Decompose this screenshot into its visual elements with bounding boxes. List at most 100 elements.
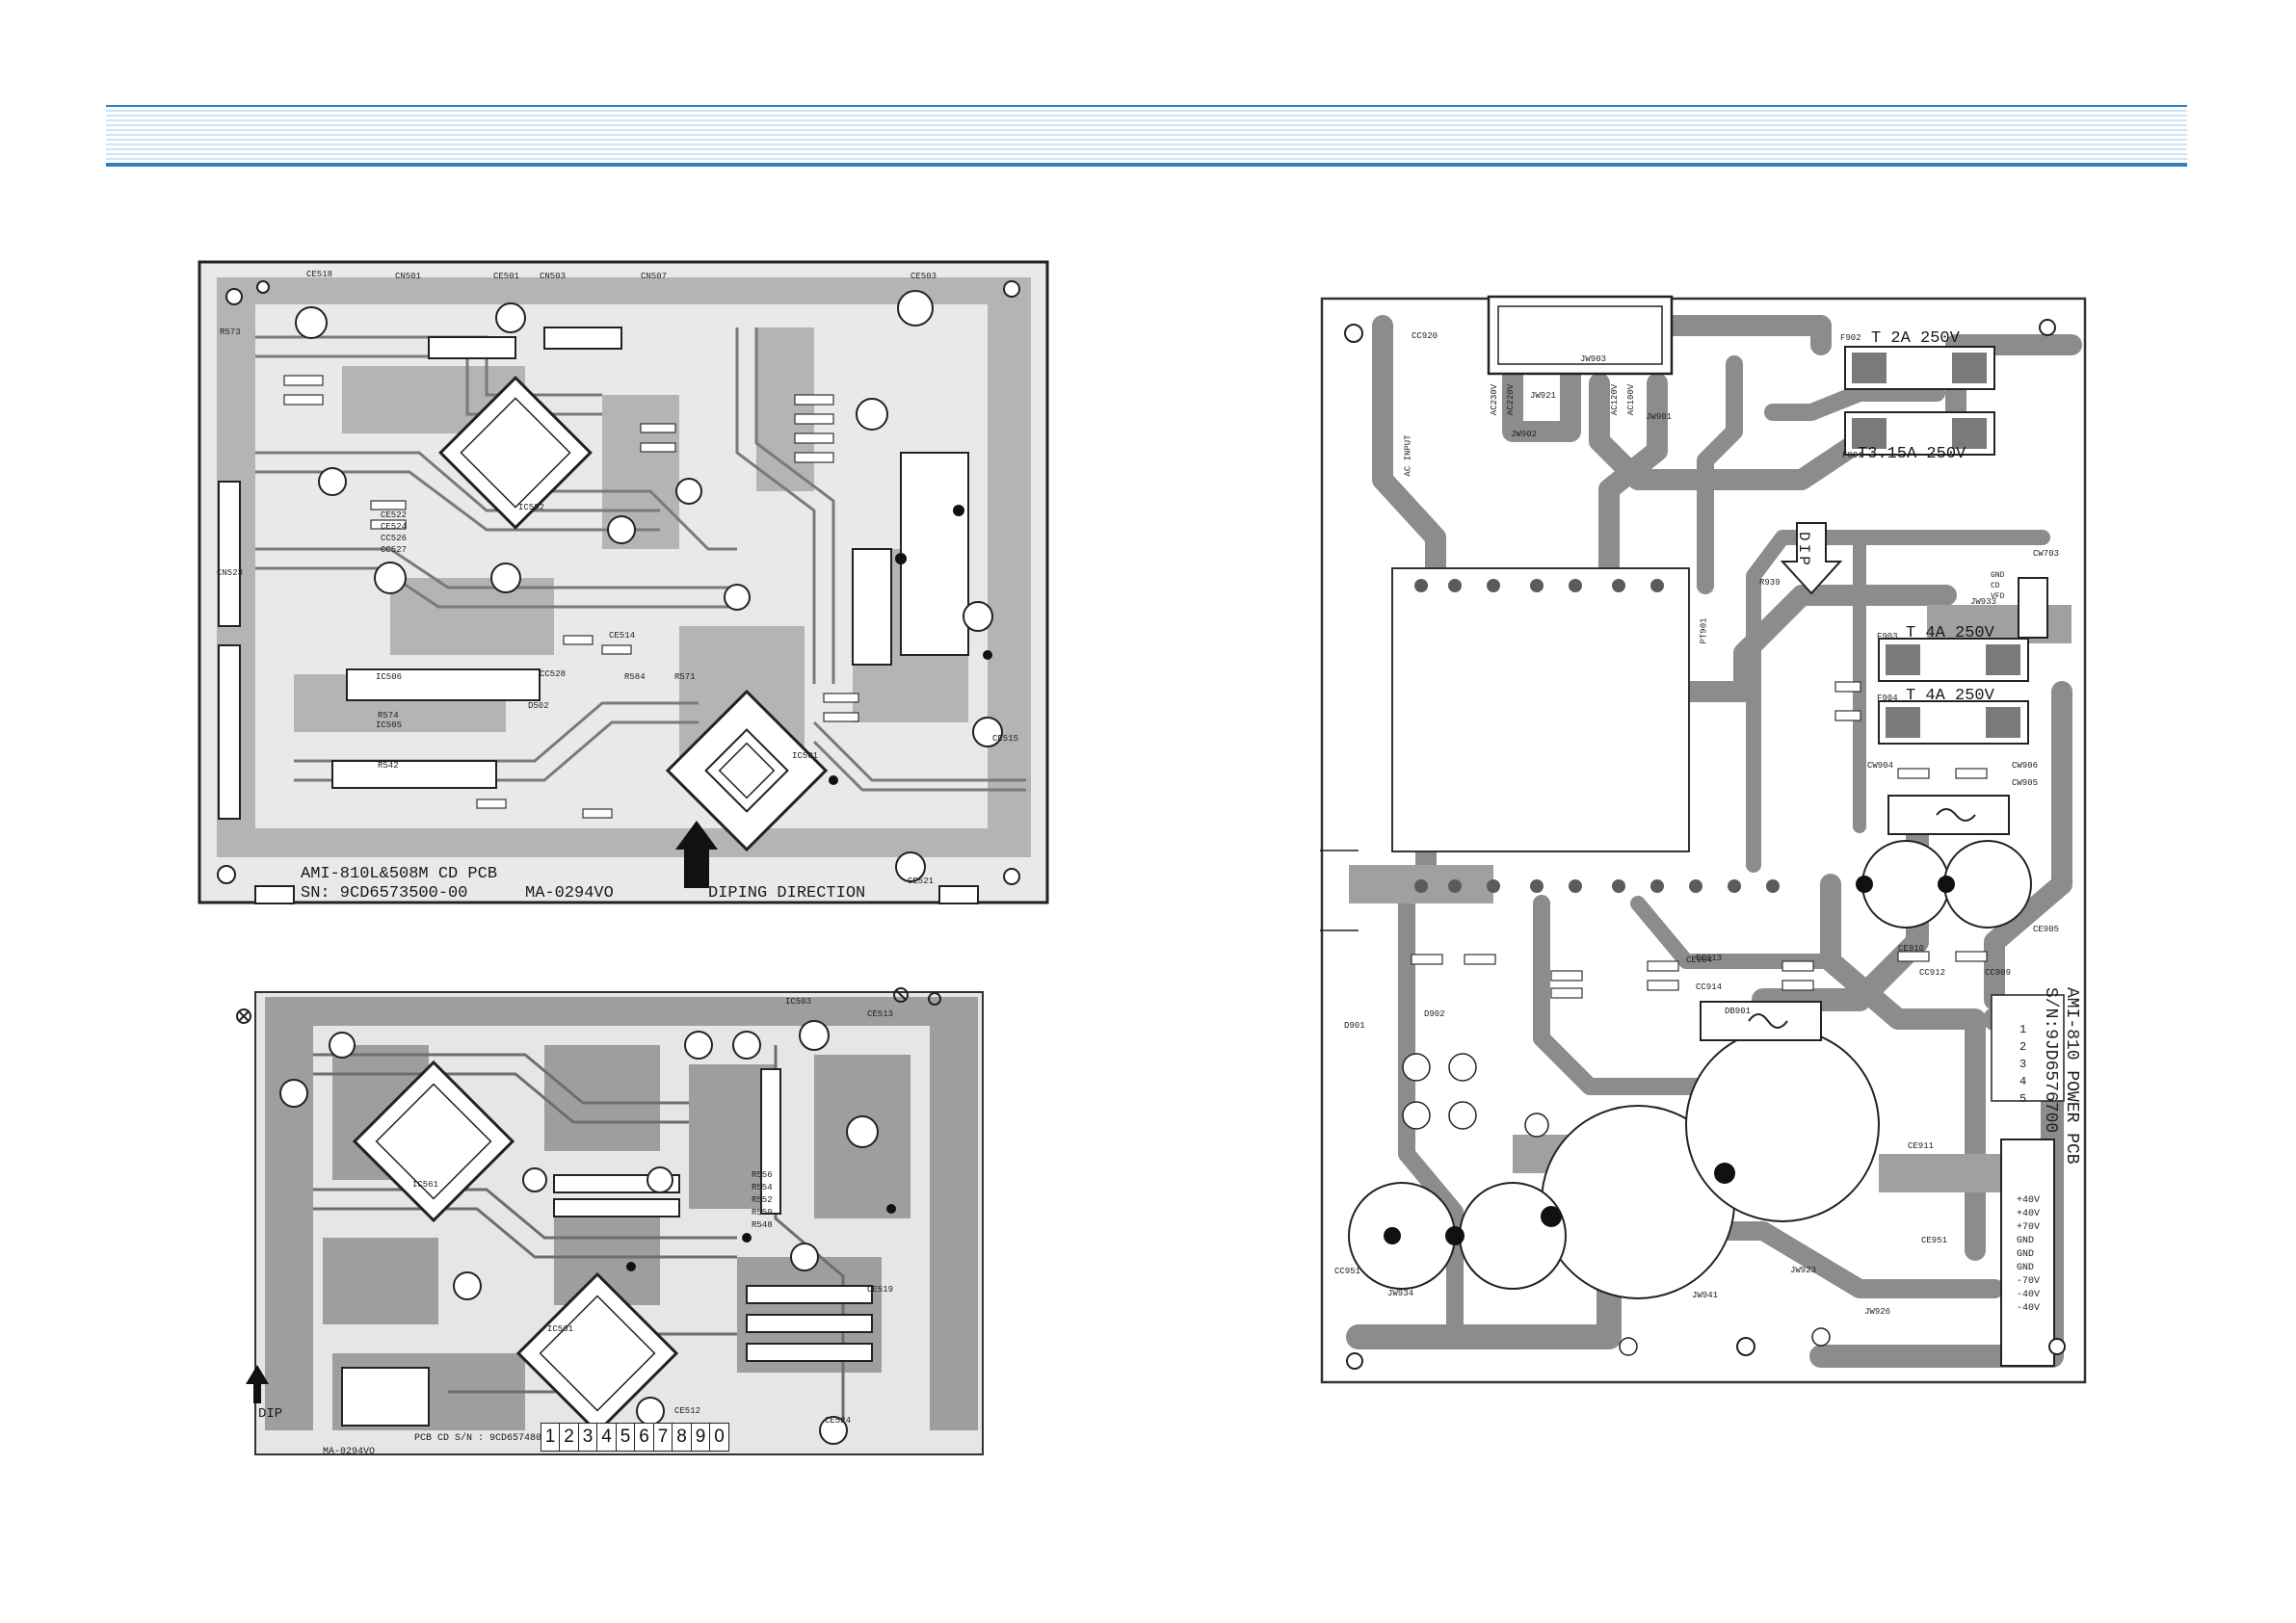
cd-pcb-2-ic-label: IC501 — [547, 1324, 574, 1334]
cd-pcb-2-part-label: R550 — [752, 1208, 773, 1217]
power-part-label: CC913 — [1696, 954, 1723, 963]
cd-pcb-part-label: CE501 — [493, 272, 520, 281]
cd-pcb-2-part-label: R552 — [752, 1195, 773, 1205]
output-voltage-label: -40V — [2017, 1290, 2041, 1300]
cd-pcb-part-label: CE514 — [609, 631, 636, 641]
cd-pcb-2-digit-strip: 1 2 3 4 5 6 7 8 9 0 — [540, 1423, 729, 1452]
connector-digit: 3 — [2019, 1058, 2027, 1071]
ac-input-label: AC INPUT — [1403, 434, 1413, 477]
power-part-label: CC909 — [1985, 968, 2012, 978]
fuse-f902-rating: T 2A 250V — [1871, 329, 1960, 348]
output-voltage-label: GND — [2017, 1236, 2035, 1246]
cd-pcb-ic-label: IC502 — [518, 503, 545, 512]
power-part-label: JW921 — [1530, 391, 1557, 401]
cd-pcb-model-label: AMI-810L&508M CD PCB — [301, 865, 498, 883]
power-part-label: JW933 — [1970, 597, 1997, 607]
top-connector-label: CD — [1991, 582, 2000, 590]
cd-pcb-2-part-label: CE513 — [867, 1009, 894, 1019]
cd-pcb-connector-label: CN507 — [641, 272, 668, 281]
power-pcb-sn-label: S/N:9JD6576700 — [2041, 987, 2060, 1134]
cd-pcb-part-label: CC527 — [381, 545, 408, 555]
digit-cell: 4 — [596, 1423, 617, 1452]
cd-pcb-connector-label: CN523 — [217, 568, 244, 578]
fuse-id-label: F904 — [1877, 694, 1898, 703]
cd-pcb-part-label: R571 — [674, 672, 696, 682]
power-part-label: JW923 — [1790, 1266, 1817, 1275]
output-voltage-label: -40V — [2017, 1303, 2041, 1314]
power-part-label: CE905 — [2033, 925, 2060, 934]
cd-pcb-direction-label: DIPING DIRECTION — [708, 884, 866, 903]
connector-digit: 2 — [2019, 1040, 2027, 1054]
power-part-label: CW904 — [1867, 761, 1894, 771]
power-part-label: R939 — [1759, 578, 1781, 588]
digit-cell: 8 — [672, 1423, 692, 1452]
cd-pcb-2-part-label: CE519 — [867, 1285, 894, 1295]
power-pcb-model-label: AMI-810 POWER PCB — [2062, 987, 2081, 1165]
power-pcb-diagram — [1320, 287, 2091, 1385]
power-part-label: JW903 — [1580, 354, 1607, 364]
power-part-label: CC951 — [1334, 1267, 1361, 1276]
top-connector-label: VFD — [1991, 592, 2005, 601]
cd-pcb-ic-label: IC501 — [792, 751, 819, 761]
cd-pcb-2-diagram — [236, 987, 997, 1469]
output-voltage-list: +40V +40V +70V GND GND GND -70V -40V -40… — [2017, 1194, 2040, 1316]
output-voltage-label: GND — [2017, 1263, 2035, 1273]
fuse-id-label: F903 — [1877, 632, 1898, 641]
output-voltage-label: +70V — [2017, 1222, 2041, 1233]
digit-cell: 2 — [559, 1423, 579, 1452]
power-part-label: CC912 — [1919, 968, 1946, 978]
cd-pcb-2-cert-label: MA-0294VO — [323, 1447, 376, 1457]
digit-cell: 0 — [709, 1423, 729, 1452]
output-voltage-label: -70V — [2017, 1276, 2041, 1287]
cd-pcb-2-sn-label: PCB CD S/N : 9CD6574800-00 — [414, 1433, 566, 1444]
connector-digit: 5 — [2019, 1092, 2027, 1106]
power-part-label: D901 — [1344, 1021, 1365, 1031]
power-part-label: CE951 — [1921, 1236, 1948, 1245]
power-part-label: CE910 — [1898, 944, 1925, 954]
power-part-label: JW901 — [1646, 412, 1673, 422]
cd-pcb-part-label: CE521 — [908, 877, 935, 886]
cd-pcb-part-label: CC528 — [540, 669, 567, 679]
fuse-f904-rating: T 4A 250V — [1906, 687, 1994, 705]
power-part-label: JW902 — [1511, 430, 1538, 439]
cd-pcb-2-part-label: R556 — [752, 1170, 773, 1180]
cd-pcb-connector-label: CN501 — [395, 272, 422, 281]
power-part-label: D902 — [1424, 1009, 1445, 1019]
power-part-label: CE904 — [1686, 955, 1713, 965]
cd-pcb-2-ic-label: IC561 — [412, 1180, 439, 1190]
header-band — [106, 107, 2187, 167]
cd-pcb-part-label: CE524 — [381, 522, 408, 532]
digit-cell: 3 — [577, 1423, 598, 1452]
voltage-label: AC230V — [1490, 383, 1500, 416]
digit-cell: 9 — [690, 1423, 711, 1452]
power-part-label: CE911 — [1908, 1141, 1935, 1151]
cd-pcb-part-label: CC526 — [381, 534, 408, 543]
cd-pcb-part-label: R573 — [220, 327, 241, 337]
connector-digit: 1 — [2019, 1023, 2027, 1036]
cd-pcb-2-part-label: R554 — [752, 1183, 773, 1192]
connector-digit: 4 — [2019, 1075, 2027, 1088]
digit-cell: 7 — [652, 1423, 673, 1452]
voltage-label: AC120V — [1610, 383, 1621, 416]
cd-pcb-2-part-label: CE512 — [674, 1406, 701, 1416]
power-part-label: CW906 — [2012, 761, 2039, 771]
fuse-f901-rating: T3.15A 250V — [1858, 445, 1966, 463]
power-part-label: DB901 — [1725, 1007, 1752, 1016]
connector-digit-column: 1 2 3 4 5 — [2019, 1021, 2026, 1108]
cd-pcb-2-part-label: R548 — [752, 1220, 773, 1230]
power-part-label: JW926 — [1864, 1307, 1891, 1317]
cd-pcb-part-label: R574 — [378, 711, 399, 720]
digit-cell: 5 — [615, 1423, 636, 1452]
power-part-label: CW703 — [2033, 549, 2060, 559]
fuse-id-label: F901 — [1842, 451, 1863, 460]
cd-pcb-part-label: R584 — [624, 672, 646, 682]
voltage-label: AC100V — [1626, 383, 1637, 416]
cd-pcb-part-label: D502 — [528, 701, 549, 711]
cd-pcb-connector-label: CN503 — [540, 272, 567, 281]
output-voltage-label: +40V — [2017, 1209, 2041, 1219]
cd-pcb-sn-label: SN: 9CD6573500-00 — [301, 884, 468, 903]
power-part-label: JW934 — [1387, 1289, 1414, 1298]
top-connector-label: GND — [1991, 571, 2005, 580]
fuse-f903-rating: T 4A 250V — [1906, 624, 1994, 642]
power-part-label: PT901 — [1699, 617, 1709, 644]
